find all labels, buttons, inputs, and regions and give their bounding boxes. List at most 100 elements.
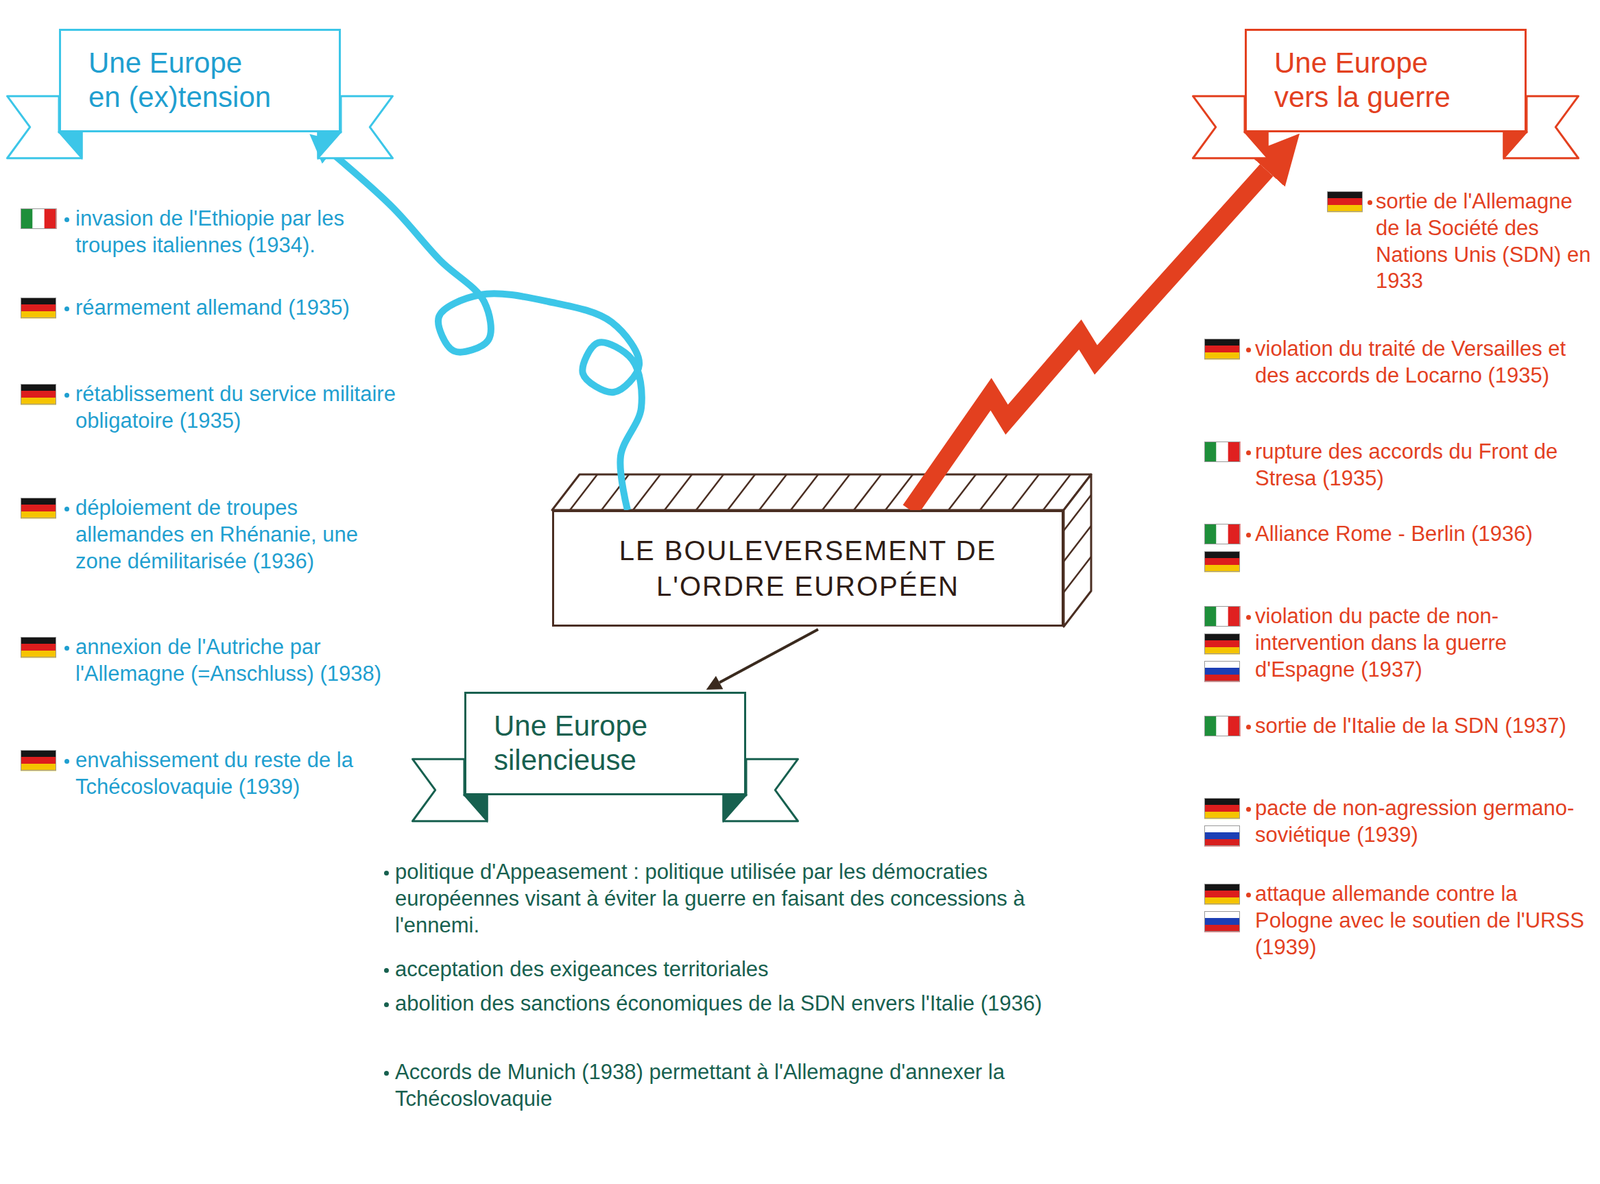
- brick-hatch: [1063, 495, 1092, 531]
- flag-stripe: [1204, 805, 1240, 813]
- country-flag: [1204, 606, 1240, 627]
- flag-stripe: [1204, 338, 1240, 347]
- event-text: envahissement du reste de la Tchécoslova…: [75, 747, 398, 802]
- flag-stripe: [1204, 345, 1240, 354]
- flag-border: [21, 384, 57, 405]
- event-text: réarmement allemand (1935): [75, 294, 398, 322]
- brick-hatch: [1043, 474, 1071, 511]
- ribbon-fold: [464, 795, 487, 822]
- flag-border: [1204, 884, 1240, 905]
- country-flag: [20, 497, 57, 519]
- flag-stripe: [1204, 897, 1240, 906]
- ribbon-tail: [7, 96, 83, 159]
- event-text: politique d'Appeasement : politique util…: [395, 859, 1068, 939]
- country-flag: [1327, 191, 1363, 212]
- event-text: rétablissement du service militaire obli…: [75, 381, 398, 435]
- flag-stripe: [1228, 606, 1241, 627]
- flag-stripe: [1215, 715, 1229, 737]
- country-flag: [1204, 884, 1240, 905]
- event-text: rupture des accords du Front de Stresa (…: [1255, 438, 1592, 493]
- node-text: LE BOULEVERSEMENT DE L'ORDRE EUROPÉEN: [602, 532, 1014, 605]
- brick-hatch: [980, 474, 1008, 511]
- node-text: Une Europe en (ex)tension: [88, 45, 278, 116]
- flag-border: [1204, 442, 1240, 463]
- event-text: violation du traité de Versailles et des…: [1255, 336, 1592, 390]
- bullet-dot: [384, 968, 389, 974]
- flag-stripe: [20, 757, 57, 765]
- flag-stripe: [1204, 911, 1240, 919]
- flag-stripe: [20, 511, 57, 520]
- bullet-dot: [64, 392, 70, 398]
- event-text: acceptation des exigeances territoriales: [395, 956, 1068, 984]
- flag-stripe: [20, 763, 57, 772]
- country-flag: [1204, 633, 1240, 655]
- flag-stripe: [1204, 565, 1240, 573]
- brick-face: [552, 474, 1092, 511]
- section-banner: Une Europe vers la guerre: [1244, 28, 1527, 133]
- flag-stripe: [1228, 441, 1241, 463]
- flag-stripe: [1204, 918, 1240, 926]
- country-flag: [1204, 441, 1240, 463]
- event-text: violation du pacte de non-intervention d…: [1255, 603, 1592, 684]
- brick-hatch: [1063, 526, 1092, 562]
- flag-stripe: [32, 208, 45, 230]
- country-flag: [1204, 798, 1240, 819]
- flag-border: [1204, 634, 1240, 655]
- title-brick: LE BOULEVERSEMENT DE L'ORDRE EUROPÉEN: [552, 510, 1064, 627]
- country-flag: [20, 384, 57, 405]
- node-text: Une Europe silencieuse: [493, 709, 683, 779]
- flag-border: [21, 750, 57, 771]
- flag-border: [21, 209, 57, 230]
- flag-stripe: [20, 497, 57, 506]
- flag-border: [1204, 339, 1240, 360]
- ribbon-tail: [1193, 96, 1269, 159]
- flag-stripe: [1204, 352, 1240, 361]
- bullet-dot: [1246, 615, 1251, 620]
- flag-stripe: [1204, 925, 1240, 933]
- flag-stripe: [1228, 523, 1241, 545]
- flag-stripe: [1327, 191, 1363, 199]
- ribbon-fold: [1503, 132, 1527, 159]
- bullet-dot: [384, 870, 389, 876]
- flag-stripe: [1204, 661, 1240, 669]
- ribbon-tail: [723, 759, 799, 822]
- bullet-dot: [1246, 450, 1251, 456]
- country-flag: [20, 750, 57, 771]
- section-banner: Une Europe en (ex)tension: [58, 28, 341, 133]
- flag-border: [1204, 552, 1240, 572]
- flag-stripe: [1204, 523, 1217, 545]
- flag-stripe: [20, 304, 57, 313]
- flag-stripe: [20, 397, 57, 406]
- ribbon-fold: [1244, 132, 1268, 159]
- bullet-dot: [1246, 724, 1251, 730]
- flag-stripe: [1215, 523, 1229, 545]
- bullet-dot: [1246, 532, 1251, 538]
- flag-stripe: [20, 390, 57, 399]
- flag-border: [1204, 524, 1240, 545]
- flag-stripe: [20, 297, 57, 306]
- flag-stripe: [1204, 812, 1240, 820]
- flag-stripe: [1204, 674, 1240, 683]
- bullet-dot: [64, 759, 70, 764]
- flag-stripe: [1204, 715, 1217, 737]
- flag-border: [1204, 912, 1240, 933]
- bullet-dot: [1246, 892, 1251, 898]
- bullet-dot: [64, 306, 70, 312]
- flag-stripe: [1204, 667, 1240, 676]
- country-flag: [1204, 551, 1240, 572]
- event-text: attaque allemande contre la Pologne avec…: [1255, 881, 1592, 961]
- flag-stripe: [1204, 551, 1240, 559]
- brick-hatch: [853, 474, 882, 511]
- country-flag: [20, 297, 57, 319]
- ribbon-tail: [412, 759, 488, 822]
- brick-hatch: [1011, 474, 1040, 511]
- brick-hatch: [759, 474, 787, 511]
- flag-stripe: [1327, 198, 1363, 206]
- event-text: déploiement de troupes allemandes en Rhé…: [75, 495, 398, 575]
- flag-border: [21, 498, 57, 519]
- flag-border: [21, 637, 57, 658]
- flag-stripe: [20, 643, 57, 652]
- brick-hatch: [633, 474, 661, 511]
- event-text: Alliance Rome - Berlin (1936): [1255, 521, 1592, 548]
- brick-hatch: [696, 474, 724, 511]
